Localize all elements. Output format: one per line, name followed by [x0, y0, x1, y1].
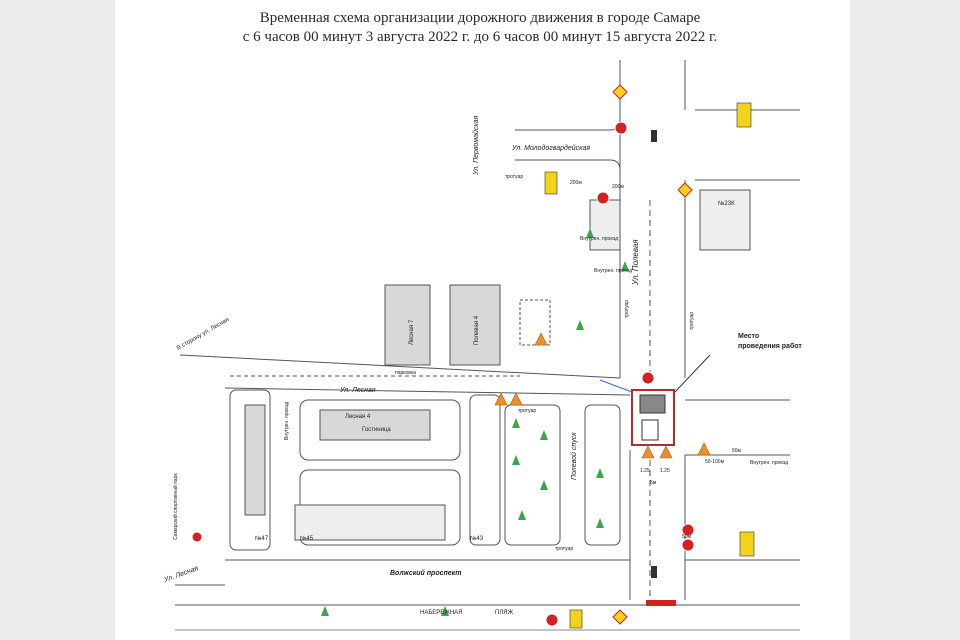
tree-icon [596, 468, 604, 478]
street-label-polevoy-spusk: Полевой спуск [570, 432, 578, 480]
detour-sign-icon [739, 531, 755, 557]
building [699, 189, 751, 251]
tree-icon [512, 418, 520, 428]
no-entry-sign-icon [191, 531, 203, 543]
building [244, 404, 266, 516]
building-label: Полевая 4 [474, 315, 480, 345]
building-label: №43 [470, 535, 484, 542]
building-label: №23К [718, 200, 735, 207]
tree-icon [596, 518, 604, 528]
building-label: №45 [300, 535, 314, 542]
block-outline [469, 394, 501, 546]
road-work-sign-icon [494, 392, 508, 406]
road-work-sign-icon [659, 445, 673, 459]
road-curve [609, 159, 621, 171]
priority-road-sign-icon [612, 609, 628, 625]
traffic-light-icon [651, 130, 657, 142]
passage-label: Внутрен. проезд [594, 268, 632, 274]
distance-label: 1.25 [660, 468, 670, 474]
tree-icon [518, 510, 526, 520]
distance-sign: 50м [682, 534, 692, 540]
tree-icon [576, 320, 584, 330]
road-work-sign-icon [697, 442, 711, 456]
building-label: №47 [255, 535, 269, 542]
street-label-molodogvardeyskaya: Ул. Молодогвардейская [511, 144, 590, 152]
street-label-volzhsky: Волжский проспект [390, 569, 461, 577]
detour-sign-icon [544, 171, 558, 195]
tree-icon [621, 261, 629, 271]
block-outline [229, 389, 271, 551]
label-naberezhnaya: НАБЕРЕЖНАЯ [420, 610, 463, 616]
priority-road-sign-icon [677, 182, 693, 198]
no-entry-sign-icon [614, 121, 628, 135]
road-work-sign-icon [641, 445, 655, 459]
distance-label: 50-100м [705, 459, 725, 465]
building-label: Гостиница [362, 427, 391, 433]
sidewalk-label: тротуар [518, 408, 536, 414]
passage-label: Внутрен. проезд [580, 236, 618, 242]
title-line-1: Временная схема организации дорожного дв… [259, 10, 701, 26]
distance-sign: 200м [612, 184, 624, 190]
work-site-label-line2: проведения работ [738, 342, 802, 350]
no-entry-sign-icon [596, 191, 610, 205]
passage-label: Внутрен. проезд [750, 460, 788, 466]
distance-sign: 200м [570, 180, 582, 186]
tree-icon [441, 606, 449, 616]
sidewalk-label: тротуар [555, 546, 573, 552]
road-edge [179, 354, 621, 379]
priority-road-sign-icon [612, 84, 628, 100]
tree-icon [540, 430, 548, 440]
sidewalk-label: тротуар [624, 300, 630, 318]
label-plyazh: ПЛЯЖ [495, 610, 514, 616]
label-to-stadium: В сторону ул. Лесная [176, 317, 230, 352]
detour-sign-icon [736, 102, 752, 128]
building [589, 199, 621, 251]
block-outline [584, 404, 621, 546]
no-entry-sign-icon [681, 538, 695, 552]
street-label-pervomayskaya: Ул. Первомайская [472, 115, 480, 176]
tree-icon [586, 228, 594, 238]
distance-label: 1.25 [640, 468, 650, 474]
building [449, 284, 501, 366]
parking-label: парковка [395, 370, 416, 376]
no-entry-sign-icon [641, 371, 655, 385]
building-label: Лесная 7 [409, 319, 415, 345]
passage-label: Внутрен. проезд [284, 402, 290, 440]
distance-sign: 50м [732, 448, 742, 454]
barrier-icon [646, 600, 676, 606]
tree-icon [321, 606, 329, 616]
traffic-light-icon [651, 566, 657, 578]
road-work-sign-icon [509, 392, 523, 406]
sign-zone [519, 299, 551, 346]
street-label-lesnaya-bottom: Ул. Лесная [162, 565, 199, 584]
tree-icon [540, 480, 548, 490]
work-site [599, 354, 711, 446]
tree-icon [512, 455, 520, 465]
road-edge [224, 387, 631, 396]
sidewalk-label: тротуар [689, 312, 695, 330]
no-entry-sign-icon [545, 613, 559, 627]
street-label-polevaya: Ул. Полевая [631, 239, 640, 286]
detour-sign-icon [569, 609, 583, 629]
block-outline [299, 399, 461, 461]
building [384, 284, 431, 366]
label-sportpark: Самарский спортивный парк [172, 473, 179, 540]
building [294, 504, 446, 541]
street-label-lesnaya-top: Ул. Лесная [339, 387, 376, 394]
building-label: Лесная 4 [345, 414, 371, 420]
sidewalk-label: тротуар [505, 174, 523, 180]
road-work-sign-icon [534, 332, 548, 346]
block-outline [504, 404, 561, 546]
building [319, 409, 431, 441]
distance-label: 5м [650, 480, 657, 486]
work-site-label-line1: Место [738, 333, 759, 340]
title-line-2: с 6 часов 00 минут 3 августа 2022 г. до … [242, 29, 718, 45]
no-entry-sign-icon [681, 523, 695, 537]
